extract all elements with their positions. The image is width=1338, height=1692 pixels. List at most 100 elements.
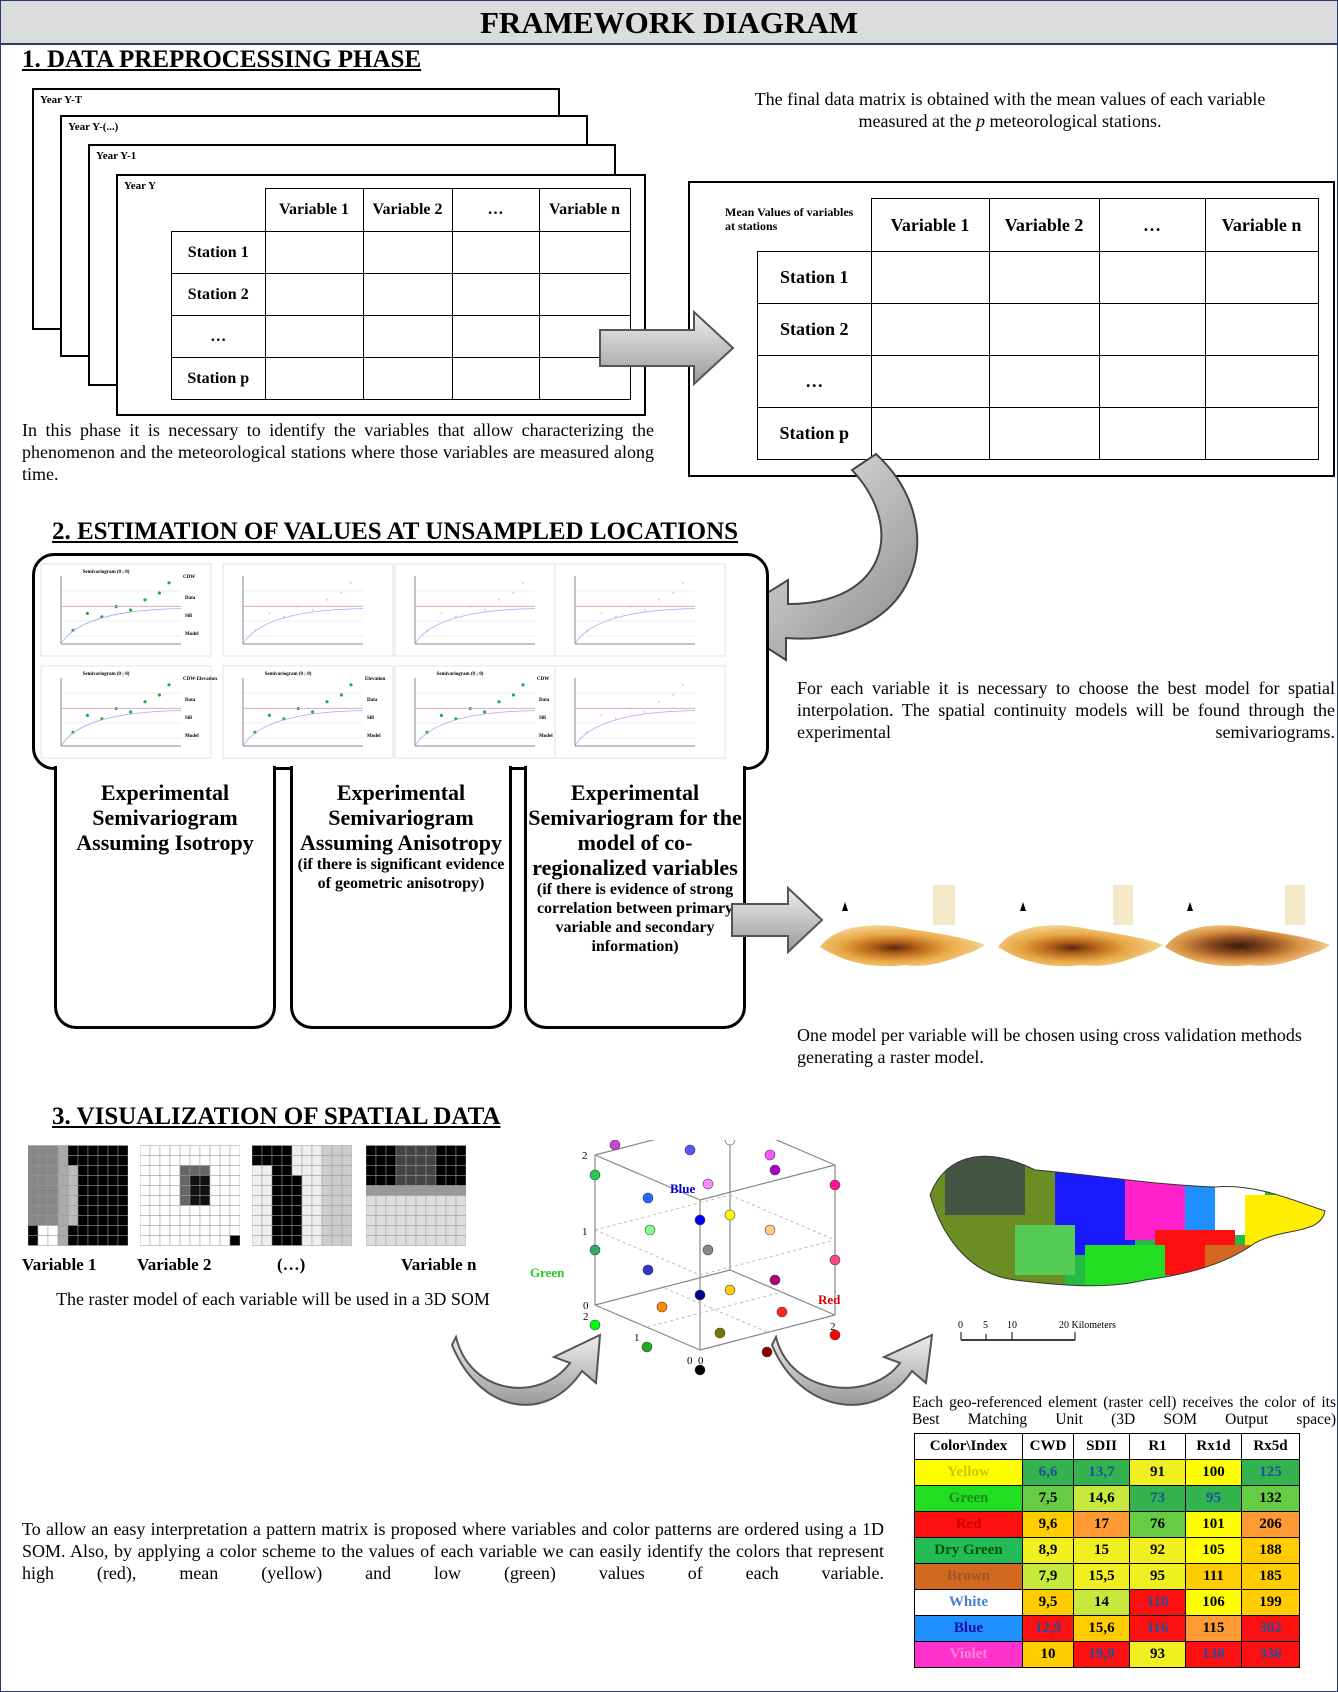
plot-model xyxy=(574,608,696,645)
raster-cell xyxy=(229,1155,240,1166)
raster-cell xyxy=(47,1195,59,1206)
table-cell: 12,9 xyxy=(1022,1615,1074,1642)
variable-1-raster xyxy=(28,1145,128,1246)
raster-cell xyxy=(140,1175,151,1186)
cube-node xyxy=(829,1329,841,1341)
plot-point xyxy=(340,592,343,594)
raster-cell xyxy=(281,1225,293,1236)
row-header: … xyxy=(171,315,266,358)
table-cell: 125 xyxy=(1241,1459,1300,1486)
raster-cell xyxy=(67,1145,79,1156)
raster-cell xyxy=(140,1235,151,1246)
raster-cell xyxy=(261,1145,273,1156)
raster-cell xyxy=(455,1225,466,1236)
plot-point xyxy=(614,615,617,618)
raster-cell xyxy=(67,1165,79,1176)
raster-cell xyxy=(366,1175,377,1186)
plot-point xyxy=(85,611,89,615)
plot-point xyxy=(521,683,525,687)
bmu-text: Each geo-referenced element (raster cell… xyxy=(912,1394,1336,1428)
table-cell: 76 xyxy=(1129,1511,1186,1538)
raster-cell xyxy=(425,1195,437,1206)
raster-cell xyxy=(435,1165,447,1176)
raster-cell xyxy=(189,1165,201,1176)
plot-point xyxy=(253,730,257,734)
raster-cell xyxy=(271,1235,283,1246)
raster-cell xyxy=(301,1175,313,1186)
table-cell: 302 xyxy=(1241,1615,1300,1642)
raster-cell xyxy=(445,1185,457,1196)
mean-values-sheet: Mean Values of variables at stations Var… xyxy=(688,181,1335,477)
raster-cell xyxy=(395,1165,407,1176)
raster-cell xyxy=(301,1205,313,1216)
raster-cell xyxy=(87,1195,99,1206)
cube-node xyxy=(769,1164,781,1176)
raster-cell xyxy=(311,1145,323,1156)
raster-cell xyxy=(311,1185,323,1196)
col-header: Variable 2 xyxy=(362,188,453,232)
raster-cell xyxy=(107,1215,119,1226)
plot-point xyxy=(672,592,675,594)
raster-cell xyxy=(366,1225,377,1236)
raster-cell xyxy=(341,1145,352,1156)
raster-cell xyxy=(37,1225,49,1236)
anisotropy-box: Experimental Semivariogram Assuming Anis… xyxy=(290,766,512,1029)
raster-cell xyxy=(209,1165,221,1176)
plot-legend-label: Model xyxy=(367,734,381,739)
raster-cell xyxy=(375,1205,387,1216)
raster-cell xyxy=(366,1145,377,1156)
raster-cell xyxy=(57,1195,69,1206)
raster-cell xyxy=(415,1235,427,1246)
plot-point xyxy=(282,615,285,618)
final-matrix-text-c: meteorological stations. xyxy=(989,111,1162,131)
raster-cell xyxy=(281,1195,293,1206)
table-header: R1 xyxy=(1129,1433,1186,1460)
raster-cell xyxy=(375,1155,387,1166)
raster-cell xyxy=(375,1195,387,1206)
table-cell: 6,6 xyxy=(1022,1459,1074,1486)
table-header: Rx5d xyxy=(1241,1433,1300,1460)
plot-point xyxy=(157,591,161,595)
raster-cell xyxy=(77,1235,89,1246)
table-header: Rx1d xyxy=(1185,1433,1242,1460)
raster-cell xyxy=(261,1235,273,1246)
coregionalized-note: (if there is evidence of strong correlat… xyxy=(536,881,734,955)
raster-map-2 xyxy=(998,885,1163,967)
raster-cell xyxy=(435,1155,447,1166)
raster-cell xyxy=(169,1215,181,1226)
raster-cell xyxy=(252,1175,263,1186)
raster-cell xyxy=(455,1155,466,1166)
anisotropy-label: Experimental Semivariogram Assuming Anis… xyxy=(300,780,502,855)
plot-point xyxy=(71,730,75,734)
raster-cell xyxy=(366,1195,377,1206)
curved-arrow-icon xyxy=(770,1333,934,1406)
raster-cell xyxy=(435,1235,447,1246)
table-cell: 13,7 xyxy=(1073,1459,1130,1486)
plot-point xyxy=(643,609,646,611)
cube-nodes xyxy=(589,1140,841,1376)
raster-cell xyxy=(395,1175,407,1186)
raster-cell xyxy=(395,1145,407,1156)
cube-node xyxy=(644,1224,656,1236)
cube-node xyxy=(684,1144,696,1156)
row-header: Station 2 xyxy=(171,273,266,316)
raster-cell xyxy=(281,1215,293,1226)
plot-side-label: CDW-Elevation xyxy=(183,677,217,682)
raster-cell xyxy=(331,1195,343,1206)
raster-cell xyxy=(291,1165,303,1176)
raster-cell xyxy=(229,1205,240,1216)
raster-cell xyxy=(445,1165,457,1176)
cube-tick: 2 xyxy=(583,1311,589,1323)
cube-node xyxy=(609,1140,621,1151)
raster-cell xyxy=(209,1145,221,1156)
raster-cell xyxy=(311,1175,323,1186)
var-label: Variable 2 xyxy=(137,1255,212,1274)
table-cell: 106 xyxy=(1185,1589,1242,1616)
raster-cell xyxy=(405,1185,417,1196)
cube-label-blue: Blue xyxy=(670,1181,696,1196)
raster-cell xyxy=(385,1225,397,1236)
raster-cell xyxy=(219,1155,231,1166)
raster-cell xyxy=(140,1195,151,1206)
raster-cell xyxy=(301,1155,313,1166)
